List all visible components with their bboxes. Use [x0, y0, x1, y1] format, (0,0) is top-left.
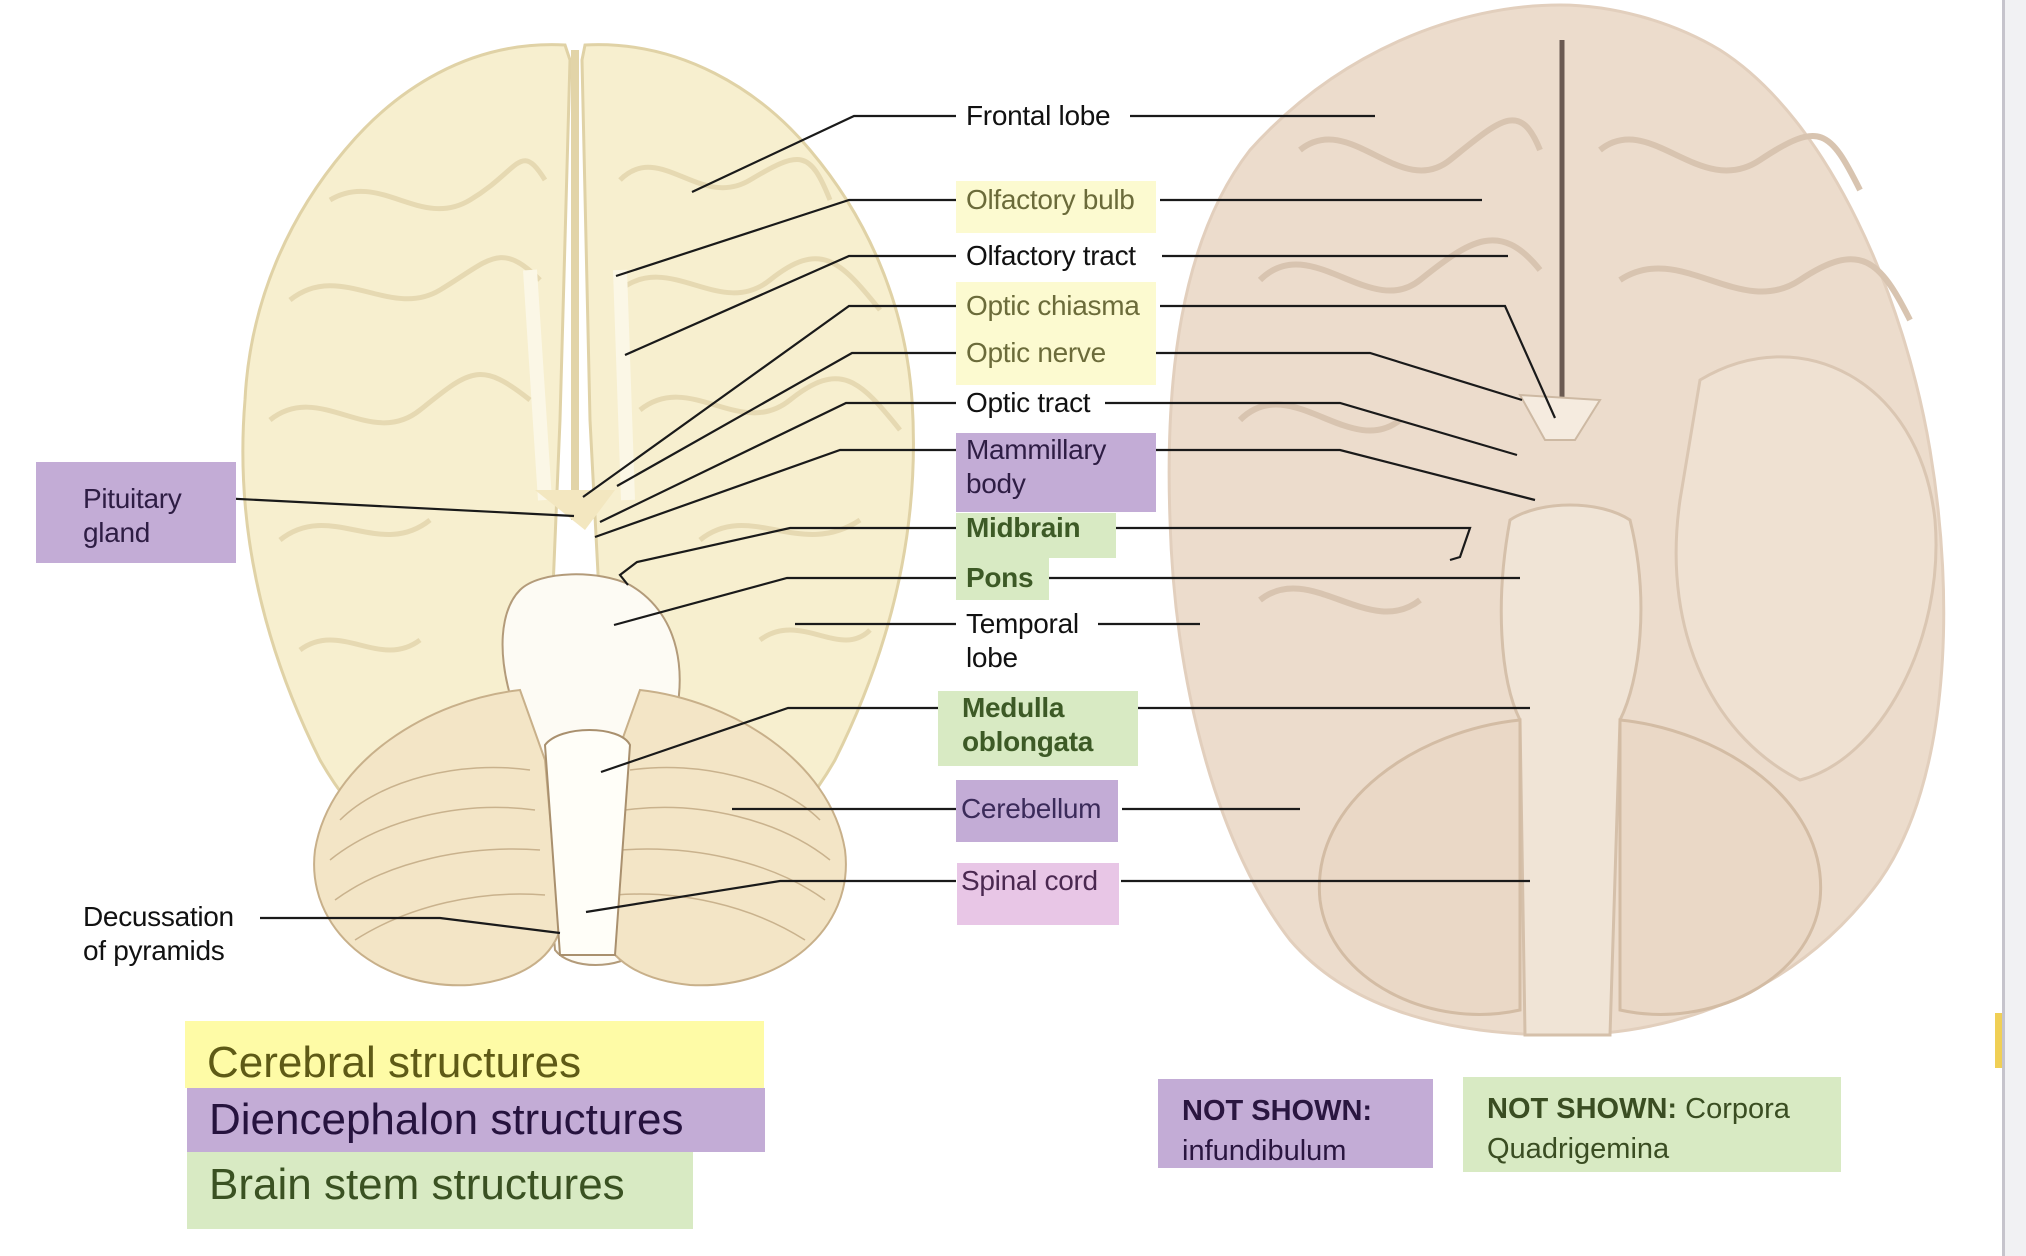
label-medulla-line2: oblongata	[962, 726, 1094, 757]
label-optic-tract: Optic tract	[966, 387, 1091, 418]
highlight-cerebellum	[956, 780, 1118, 842]
note-not-shown-brainstem: NOT SHOWN: Corpora Quadrigemina	[1463, 1077, 1841, 1172]
label-cerebellum: Cerebellum	[961, 793, 1102, 824]
highlight-pons	[956, 550, 1049, 600]
photo-optic-chiasm	[1518, 393, 1602, 441]
label-spinal-cord: Spinal cord	[961, 865, 1098, 896]
photo-temporal-right	[1674, 355, 1938, 782]
label-pituitary-line2: gland	[83, 517, 151, 548]
label-olfactory-bulb: Olfactory bulb	[966, 184, 1135, 215]
medulla-drawing	[543, 729, 632, 956]
highlight-medulla	[938, 691, 1138, 766]
label-decussation-line2: of pyramids	[83, 935, 225, 966]
note-item: infundibulum	[1182, 1135, 1347, 1167]
label-pituitary-line1: Pituitary	[83, 483, 182, 514]
optic-chiasm-drawing	[535, 490, 615, 530]
note-item-line1: Corpora	[1685, 1093, 1790, 1125]
label-midbrain: Midbrain	[966, 512, 1081, 543]
label-temporal-lobe-line2: lobe	[966, 642, 1018, 673]
legend-diencephalon: Diencephalon structures	[187, 1088, 765, 1152]
photo-cerebellum	[1317, 718, 1823, 1016]
label-medulla-line1: Medulla	[962, 692, 1065, 723]
label-temporal-lobe-line1: Temporal	[966, 608, 1079, 639]
photo-brainstem	[1499, 503, 1643, 1037]
cerebellum-folia	[329, 766, 831, 941]
note-not-shown-diencephalon: NOT SHOWN: infundibulum	[1158, 1079, 1433, 1168]
label-decussation-line1: Decussation	[83, 901, 234, 932]
label-frontal-lobe: Frontal lobe	[966, 100, 1111, 131]
label-optic-chiasma: Optic chiasma	[966, 290, 1140, 321]
cerebellum-right-drawing	[598, 688, 847, 987]
brain-photo-inferior-view	[1167, 3, 1946, 1037]
label-pons: Pons	[966, 562, 1034, 593]
label-optic-nerve: Optic nerve	[966, 337, 1106, 368]
olfactory-tract-left	[523, 269, 552, 501]
highlight-mammillary-body	[956, 433, 1156, 512]
note-prefix: NOT SHOWN:	[1487, 1093, 1678, 1125]
legend-brainstem: Brain stem structures	[187, 1152, 693, 1229]
highlight-spinal-cord	[957, 863, 1119, 925]
note-item-line2: Quadrigemina	[1487, 1133, 1670, 1165]
leader-lines	[199, 114, 1557, 935]
side-scroll-marker[interactable]	[1995, 1013, 2002, 1068]
note-prefix: NOT SHOWN:	[1182, 1095, 1373, 1127]
right-side-panel	[2002, 0, 2026, 1256]
olfactory-tract-right	[613, 269, 635, 501]
highlight-optic-chiasma-nerve	[956, 282, 1156, 385]
legend-cerebral: Cerebral structures	[185, 1021, 764, 1088]
label-mammillary-body-line1: Mammillary	[966, 434, 1107, 465]
label-mammillary-body-line2: body	[966, 468, 1026, 499]
brain-drawing-inferior-view	[241, 43, 915, 987]
label-olfactory-tract: Olfactory tract	[966, 240, 1136, 271]
highlight-pituitary	[36, 462, 236, 563]
cerebellum-left-drawing	[313, 688, 562, 987]
highlight-olfactory-bulb	[956, 181, 1156, 233]
